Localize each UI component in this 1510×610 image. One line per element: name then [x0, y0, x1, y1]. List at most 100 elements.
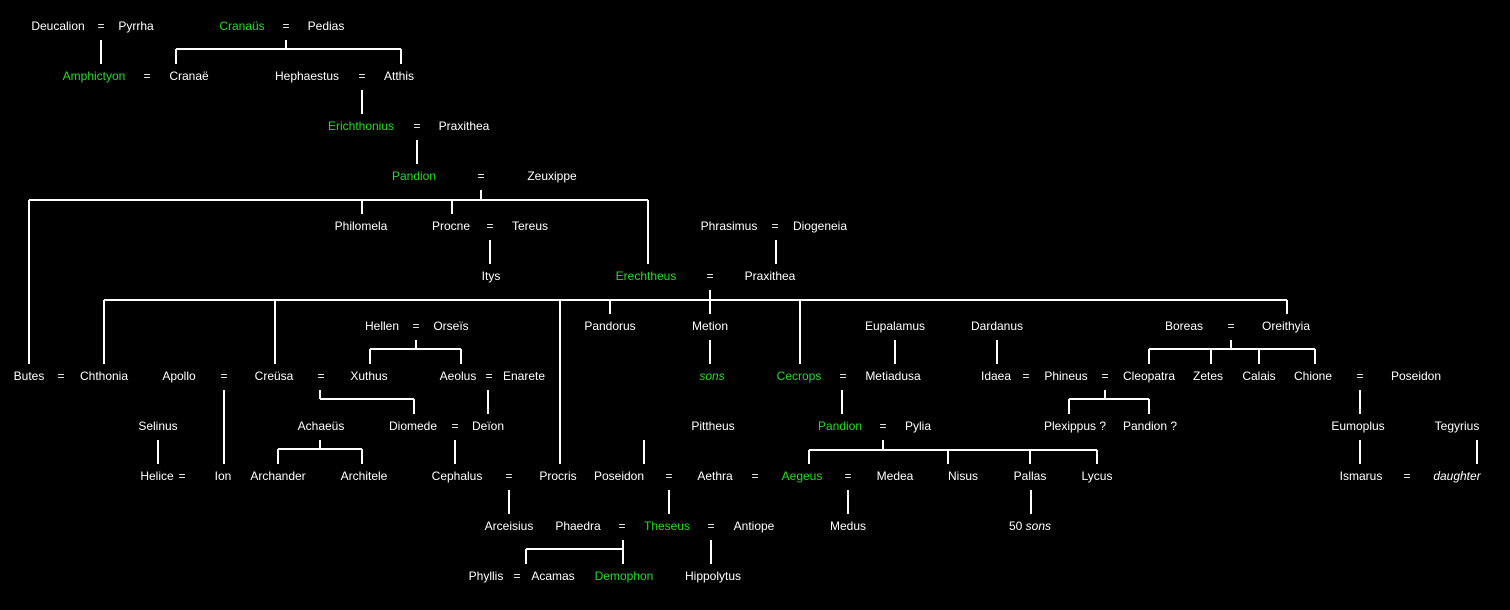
- person-praxithea[interactable]: Praxithea: [744, 269, 796, 283]
- person-cranae[interactable]: Cranaë: [169, 69, 209, 83]
- person-archander[interactable]: Archander: [250, 469, 306, 483]
- person-poseidon[interactable]: Poseidon: [593, 469, 645, 483]
- person-deion[interactable]: Deïon: [471, 419, 505, 433]
- person-plexippus[interactable]: Plexippus ?: [1043, 419, 1107, 433]
- marriage-sign: =: [486, 219, 494, 233]
- person-lycus[interactable]: Lycus: [1081, 469, 1113, 483]
- person-erichthonius[interactable]: Erichthonius: [327, 119, 395, 133]
- person-oreithyia[interactable]: Oreithyia: [1261, 319, 1311, 333]
- person-antiope[interactable]: Antiope: [733, 519, 775, 533]
- person-calais[interactable]: Calais: [1242, 369, 1276, 383]
- person-philomela[interactable]: Philomela: [334, 219, 388, 233]
- person-idaea[interactable]: Idaea: [980, 369, 1012, 383]
- person-helice[interactable]: Helice: [140, 469, 174, 483]
- person-pylia[interactable]: Pylia: [904, 419, 932, 433]
- person-metiadusa[interactable]: Metiadusa: [865, 369, 921, 383]
- person-pandorus[interactable]: Pandorus: [584, 319, 636, 333]
- person-phyllis[interactable]: Phyllis: [468, 569, 504, 583]
- person-pedias[interactable]: Pedias: [307, 19, 345, 33]
- person-aegeus[interactable]: Aegeus: [781, 469, 823, 483]
- person-pandion-ii[interactable]: Pandion: [817, 419, 863, 433]
- person-achaeus[interactable]: Achaeüs: [297, 419, 345, 433]
- line: [525, 540, 624, 564]
- person-theseus[interactable]: Theseus: [643, 519, 691, 533]
- person-poseidon[interactable]: Poseidon: [1390, 369, 1442, 383]
- person-aeolus[interactable]: Aeolus: [439, 369, 477, 383]
- marriage-sign: =: [282, 19, 290, 33]
- person-metion[interactable]: Metion: [691, 319, 729, 333]
- person-medea[interactable]: Medea: [876, 469, 914, 483]
- person-architele[interactable]: Architele: [340, 469, 388, 483]
- person-praxithea[interactable]: Praxithea: [438, 119, 490, 133]
- person-dardanus[interactable]: Dardanus: [970, 319, 1024, 333]
- person-xuthus[interactable]: Xuthus: [350, 369, 388, 383]
- line: [175, 40, 402, 64]
- person-procris[interactable]: Procris: [539, 469, 577, 483]
- person-acamas[interactable]: Acamas: [531, 569, 575, 583]
- person-butes[interactable]: Butes: [13, 369, 45, 383]
- person-atthis[interactable]: Atthis: [383, 69, 415, 83]
- person-daughter[interactable]: daughter: [1433, 469, 1481, 483]
- person-deucalion[interactable]: Deucalion: [31, 19, 85, 33]
- person-pandion[interactable]: Pandion: [391, 169, 437, 183]
- sons-label: sons: [1025, 519, 1052, 533]
- person-zetes[interactable]: Zetes: [1192, 369, 1224, 383]
- person-tegyrius[interactable]: Tegyrius: [1434, 419, 1480, 433]
- marriage-sign: =: [771, 219, 779, 233]
- person-chione[interactable]: Chione: [1293, 369, 1333, 383]
- person-enarete[interactable]: Enarete: [502, 369, 546, 383]
- marriage-sign: =: [1101, 369, 1109, 383]
- person-eumoplus[interactable]: Eumoplus: [1331, 419, 1385, 433]
- person-ismarus[interactable]: Ismarus: [1339, 469, 1383, 483]
- person-cranaus[interactable]: Cranaüs: [219, 19, 265, 33]
- marriage-sign: =: [57, 369, 65, 383]
- person-diomede[interactable]: Diomede: [388, 419, 438, 433]
- marriage-sign: =: [143, 69, 151, 83]
- person-phrasimus[interactable]: Phrasimus: [700, 219, 758, 233]
- person-amphictyon[interactable]: Amphictyon: [62, 69, 126, 83]
- line: [1148, 340, 1316, 364]
- person-orseis[interactable]: Orseïs: [433, 319, 469, 333]
- person-zeuxippe[interactable]: Zeuxippe: [527, 169, 577, 183]
- person-medus[interactable]: Medus: [829, 519, 867, 533]
- person-arceisius[interactable]: Arceisius: [484, 519, 534, 533]
- person-eupalamus[interactable]: Eupalamus: [864, 319, 926, 333]
- person-procne[interactable]: Procne: [431, 219, 471, 233]
- person-hellen[interactable]: Hellen: [364, 319, 400, 333]
- person-pyrrha[interactable]: Pyrrha: [118, 19, 154, 33]
- person-demophon[interactable]: Demophon: [594, 569, 654, 583]
- marriage-sign: =: [618, 519, 626, 533]
- person-hephaestus[interactable]: Hephaestus: [274, 69, 340, 83]
- marriage-sign: =: [97, 19, 105, 33]
- person-apollo[interactable]: Apollo: [162, 369, 196, 383]
- marriage-sign: =: [1403, 469, 1411, 483]
- person-sons-of-metion[interactable]: sons: [699, 369, 725, 383]
- person-itys[interactable]: Itys: [481, 269, 501, 283]
- person-pittheus[interactable]: Pittheus: [691, 419, 735, 433]
- person-phaedra[interactable]: Phaedra: [555, 519, 601, 533]
- person-pandion-uncertain[interactable]: Pandion ?: [1122, 419, 1178, 433]
- marriage-sign: =: [178, 469, 186, 483]
- person-pallas[interactable]: Pallas: [1013, 469, 1047, 483]
- line: [1068, 390, 1150, 414]
- person-selinus[interactable]: Selinus: [138, 419, 178, 433]
- person-diogeneia[interactable]: Diogeneia: [792, 219, 848, 233]
- person-boreas[interactable]: Boreas: [1164, 319, 1204, 333]
- marriage-sign: =: [451, 419, 459, 433]
- marriage-sign: =: [707, 519, 715, 533]
- person-fifty-sons[interactable]: 50 sons: [1009, 519, 1051, 533]
- person-ion[interactable]: Ion: [214, 469, 232, 483]
- person-creusa[interactable]: Creüsa: [254, 369, 294, 383]
- person-chthonia[interactable]: Chthonia: [79, 369, 129, 383]
- person-tereus[interactable]: Tereus: [511, 219, 549, 233]
- person-cecrops[interactable]: Cecrops: [776, 369, 822, 383]
- person-phineus[interactable]: Phineus: [1044, 369, 1088, 383]
- person-aethra[interactable]: Aethra: [697, 469, 733, 483]
- person-cephalus[interactable]: Cephalus: [431, 469, 483, 483]
- marriage-sign: =: [879, 419, 887, 433]
- person-hippolytus[interactable]: Hippolytus: [684, 569, 742, 583]
- person-nisus[interactable]: Nisus: [947, 469, 979, 483]
- person-cleopatra[interactable]: Cleopatra: [1122, 369, 1176, 383]
- person-erechtheus[interactable]: Erechtheus: [615, 269, 677, 283]
- marriage-sign: =: [485, 369, 493, 383]
